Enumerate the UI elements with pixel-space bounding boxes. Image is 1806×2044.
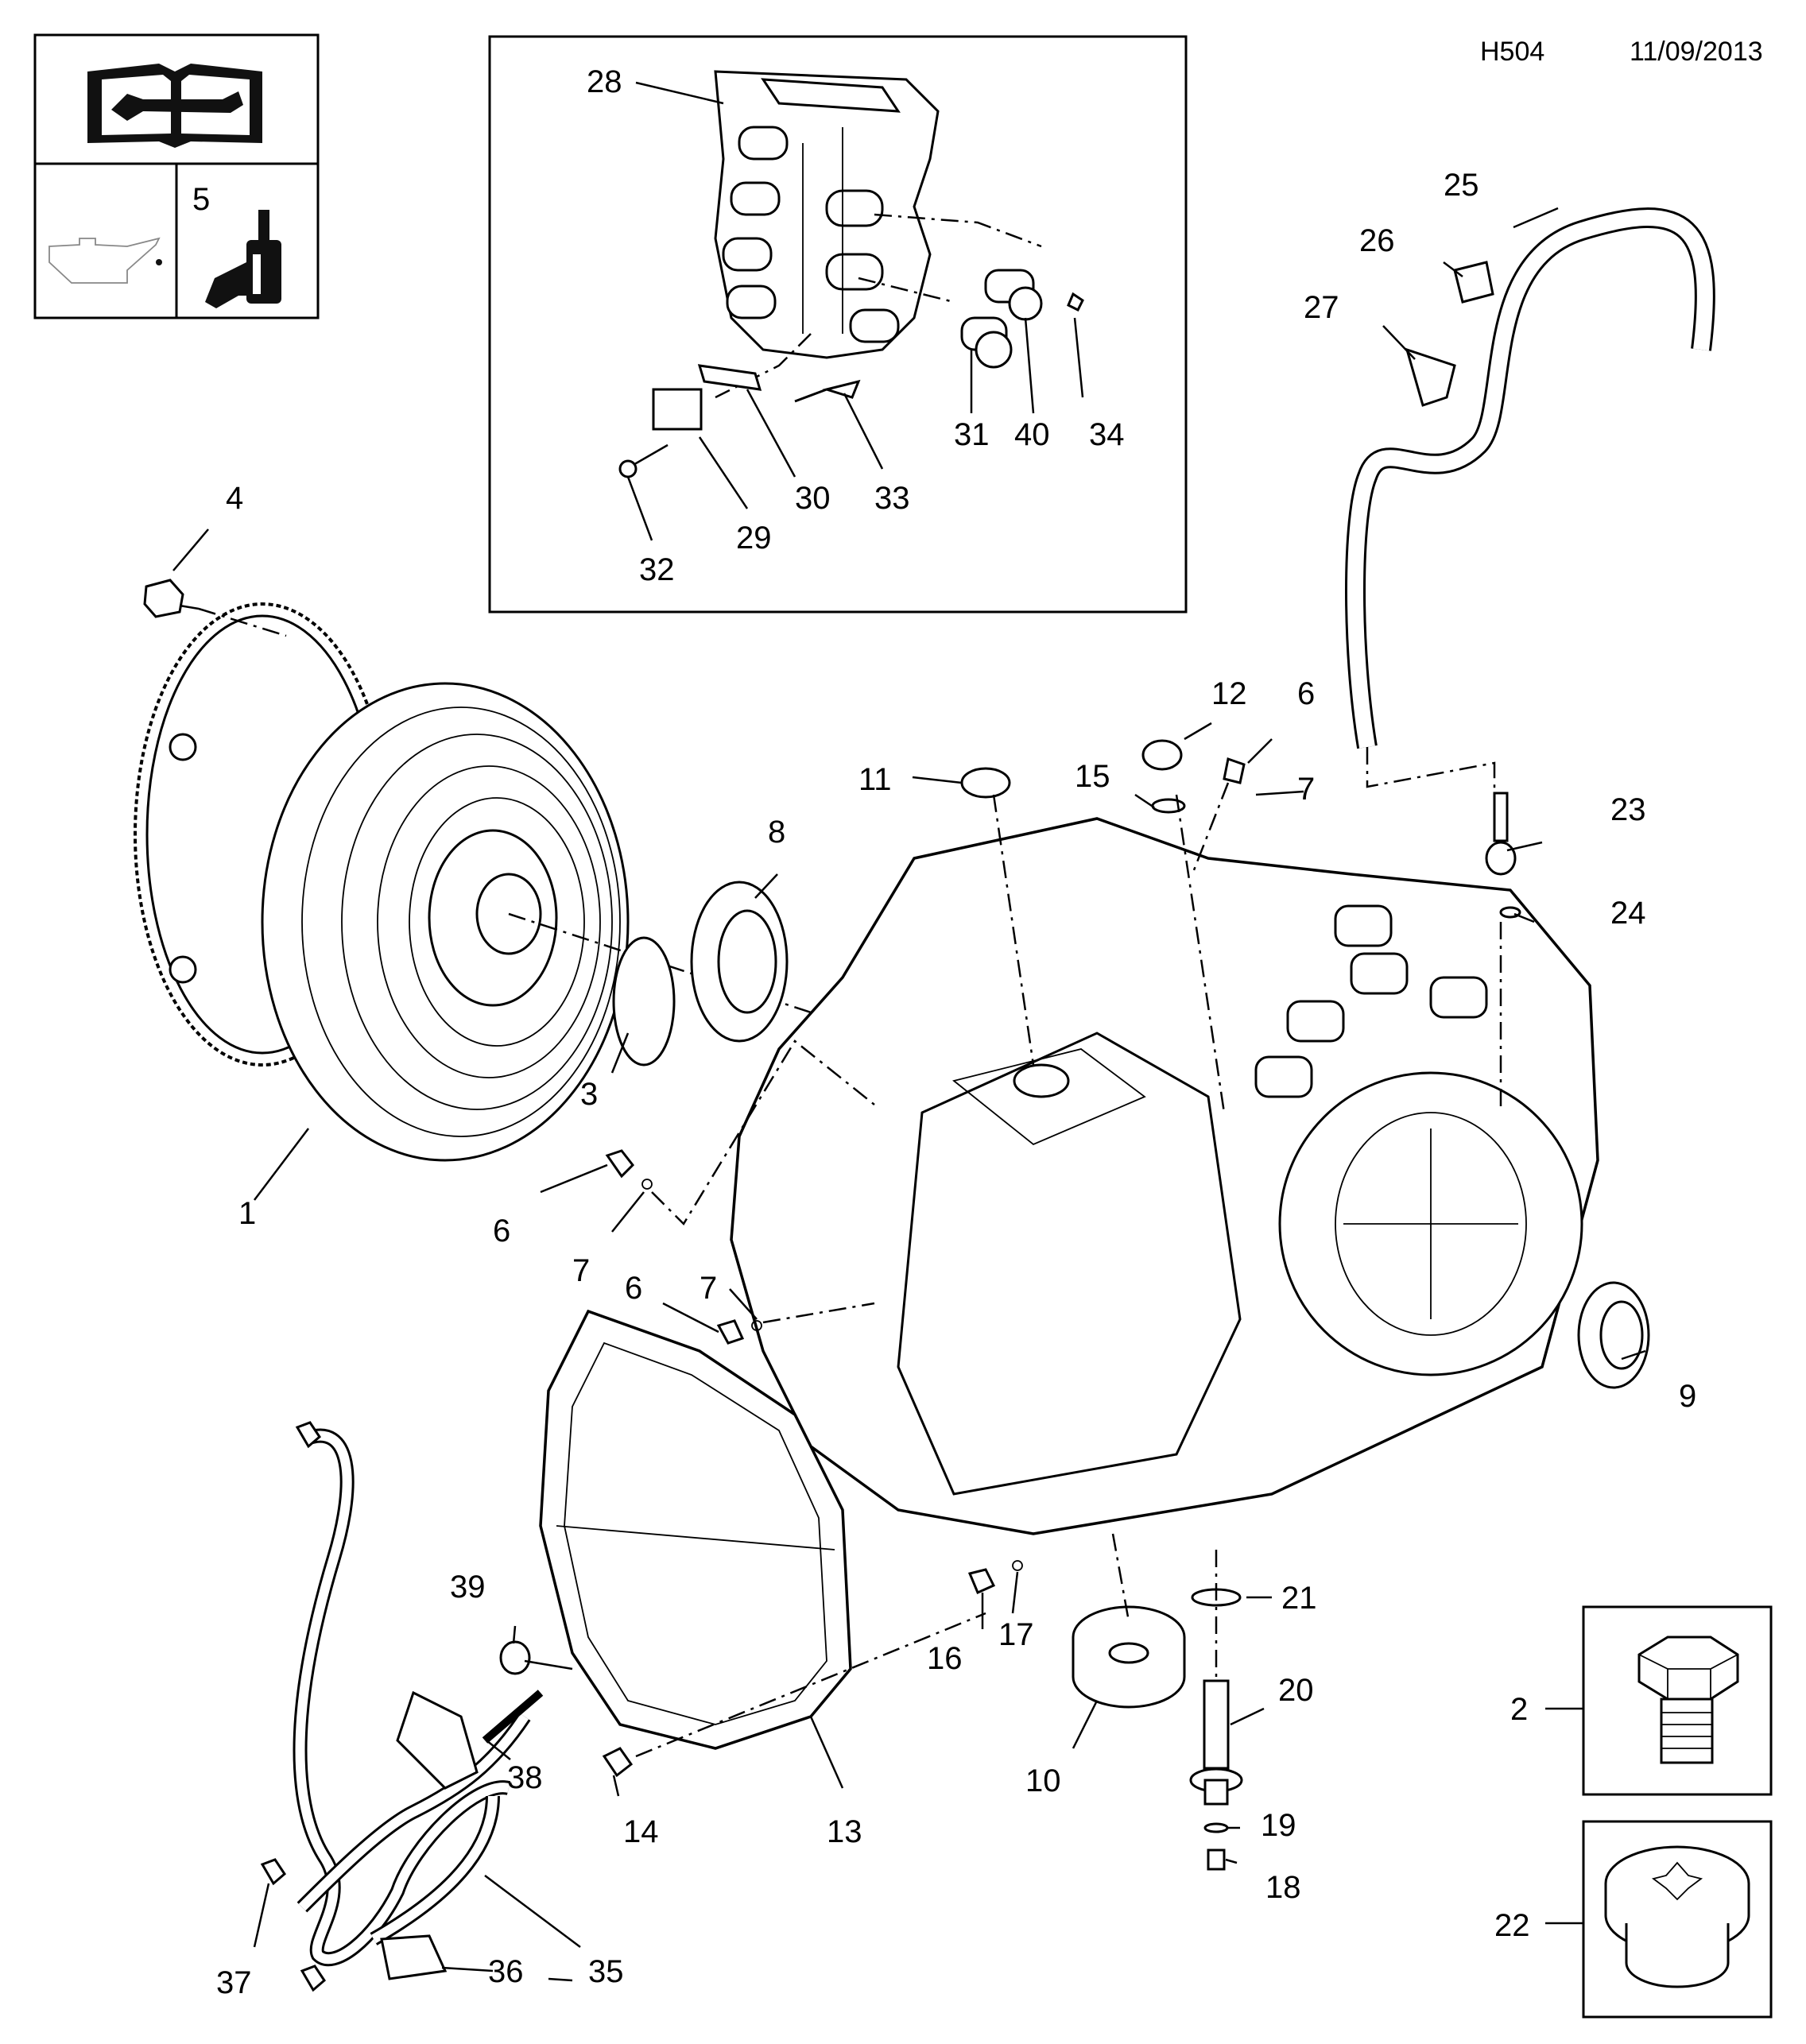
label-6-top: 6 (1297, 676, 1315, 711)
plug-18 (1207, 1849, 1226, 1871)
seal-8 (690, 881, 789, 1043)
label-36: 36 (488, 1954, 524, 1989)
plug-11 (960, 767, 1011, 799)
label-7-mid: 7 (700, 1271, 717, 1306)
label-18: 18 (1265, 1870, 1301, 1905)
bracket-36 (380, 1934, 448, 1980)
sensor-29 (652, 388, 703, 431)
label-4: 4 (226, 481, 243, 516)
label-20: 20 (1278, 1673, 1314, 1708)
o-ring-3 (612, 936, 676, 1067)
valve-body-28 (714, 70, 940, 359)
label-25: 25 (1444, 168, 1479, 203)
label-24: 24 (1610, 896, 1646, 931)
diagram-code: H504 (1480, 37, 1544, 67)
bolt-4 (143, 579, 200, 618)
clip-37 (260, 1858, 286, 1886)
label-38: 38 (507, 1760, 543, 1795)
label-23: 23 (1610, 792, 1646, 827)
plug-12 (1141, 739, 1183, 771)
label-34: 34 (1089, 417, 1125, 452)
label-28: 28 (587, 64, 622, 99)
label-13: 13 (827, 1814, 862, 1849)
label-6-mid: 6 (625, 1271, 642, 1306)
gasket-30 (697, 364, 762, 391)
breather-hose-25 (1345, 207, 1715, 749)
label-31: 31 (954, 417, 990, 452)
label-39: 39 (450, 1570, 486, 1605)
label-11: 11 (858, 762, 892, 797)
label-26: 26 (1359, 223, 1395, 258)
bolt-14 (602, 1747, 634, 1778)
clip-27 (1405, 347, 1456, 407)
label-35: 35 (588, 1954, 624, 1989)
bolt-6-mid (716, 1319, 745, 1345)
cooler-lines-35 (293, 1428, 531, 1967)
bolt-34 (1067, 292, 1084, 312)
bolt-16 (967, 1568, 996, 1595)
label-7-top: 7 (1297, 772, 1315, 807)
transaxle-housing (730, 817, 1599, 1535)
label-14: 14 (623, 1814, 659, 1849)
label-10: 10 (1025, 1763, 1061, 1798)
seal-9 (1577, 1281, 1650, 1389)
torque-converter-1 (261, 682, 630, 1162)
filter-10 (1072, 1605, 1186, 1709)
label-15: 15 (1075, 759, 1110, 794)
nut-39 (499, 1640, 531, 1675)
label-17: 17 (998, 1617, 1034, 1652)
diagram-date: 11/09/2013 (1630, 37, 1763, 67)
label-6-left: 6 (493, 1214, 510, 1248)
washer-7-left (641, 1179, 653, 1190)
label-16: 16 (927, 1641, 963, 1676)
legend-box: 5 (33, 33, 320, 319)
oil-pan-13 (539, 1309, 852, 1750)
label-32: 32 (639, 552, 675, 587)
washer-17 (1012, 1560, 1023, 1571)
label-29: 29 (736, 521, 772, 556)
label-40: 40 (1014, 417, 1050, 452)
label-2: 2 (1510, 1692, 1528, 1727)
label-7-left: 7 (572, 1253, 590, 1288)
label-22: 22 (1494, 1908, 1530, 1943)
label-30: 30 (795, 481, 831, 516)
stud-38 (482, 1690, 544, 1744)
label-27: 27 (1304, 290, 1339, 325)
valve-body-inset: 28 31 40 34 33 30 29 32 (488, 35, 1188, 614)
bolt-33 (794, 379, 861, 403)
solenoid-31 (960, 316, 1013, 369)
dipstick-tube-20 (1189, 1679, 1243, 1806)
label-12: 12 (1211, 676, 1247, 711)
label-21: 21 (1281, 1581, 1317, 1616)
bolt-6-top (1223, 757, 1246, 784)
bolt-6-left (605, 1149, 634, 1179)
label-3: 3 (580, 1077, 598, 1112)
label-9: 9 (1679, 1379, 1696, 1414)
detail-box-22 (1582, 1820, 1773, 2019)
sealant-bottle-icon (205, 210, 281, 308)
label-8: 8 (768, 815, 785, 850)
detail-box-2 (1582, 1605, 1773, 1796)
washer-7-mid (751, 1320, 762, 1331)
wrench-book-icon (87, 64, 262, 148)
solenoid-40 (984, 269, 1043, 321)
fitting-23 (1493, 792, 1509, 842)
oil-can-icon (48, 237, 162, 284)
clip-26 (1453, 261, 1494, 304)
label-19: 19 (1261, 1808, 1296, 1843)
o-ring-19 (1203, 1822, 1229, 1833)
label-5: 5 (192, 182, 210, 217)
label-37: 37 (216, 1965, 252, 2000)
label-33: 33 (874, 481, 910, 516)
label-1: 1 (238, 1196, 256, 1231)
